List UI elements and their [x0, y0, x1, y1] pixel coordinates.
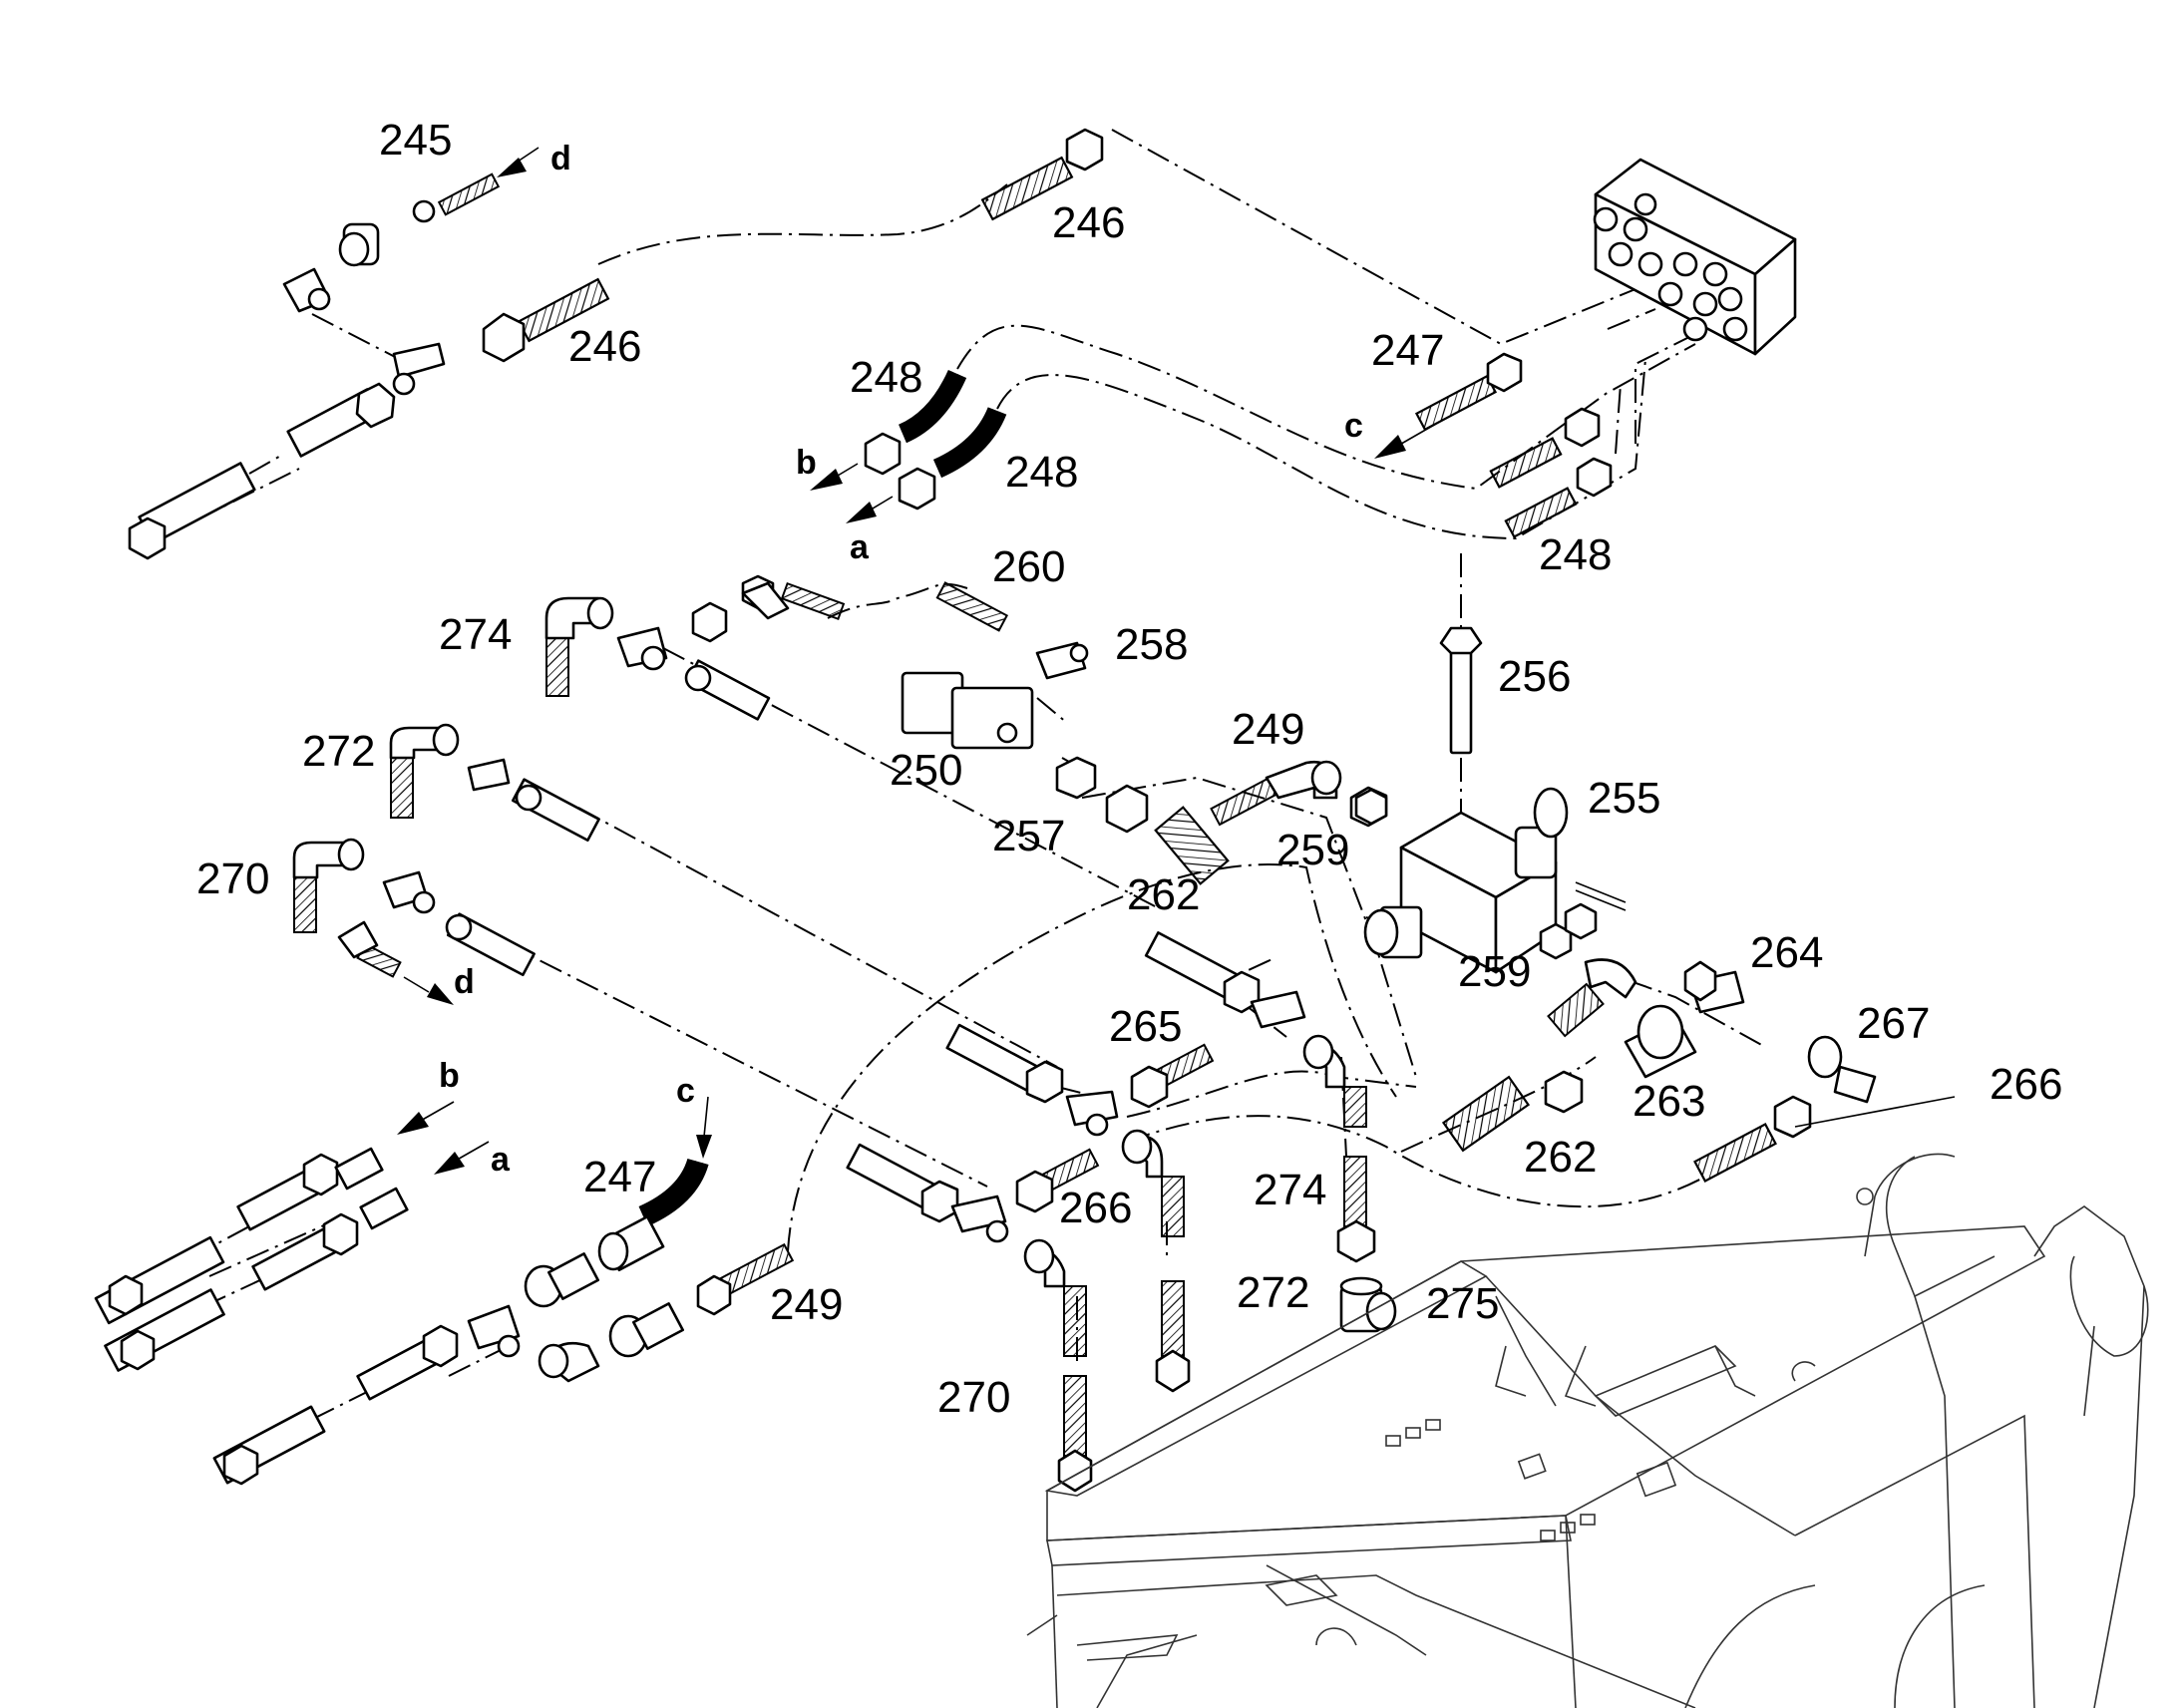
label-248-right: 248 [1539, 530, 1612, 579]
connector-b-top: b [796, 444, 817, 482]
label-258: 258 [1115, 620, 1188, 669]
label-249-upper: 249 [1232, 705, 1304, 754]
label-248-left: 248 [850, 353, 922, 402]
label-270-lower: 270 [937, 1373, 1010, 1422]
label-247-lower: 247 [583, 1153, 656, 1201]
connector-d-top: d [550, 140, 571, 177]
connector-c-top: c [1344, 407, 1363, 445]
label-262-upper: 262 [1127, 870, 1200, 919]
label-246-lower: 246 [568, 322, 641, 371]
machine-frame [1026, 1153, 2149, 1708]
manifold-block [1593, 158, 1797, 356]
label-257: 257 [992, 812, 1065, 860]
label-245: 245 [379, 116, 452, 165]
label-270-upper: 270 [196, 854, 269, 903]
label-265: 265 [1109, 1002, 1182, 1051]
label-260: 260 [992, 542, 1065, 591]
label-259-lower: 259 [1458, 947, 1531, 996]
label-247-upper: 247 [1371, 326, 1444, 375]
label-262-lower: 262 [1524, 1133, 1597, 1182]
label-256: 256 [1498, 652, 1571, 701]
connector-b-bottom: b [439, 1057, 460, 1095]
connector-d-bottom: d [454, 963, 475, 1001]
label-272-lower: 272 [1237, 1268, 1309, 1317]
label-263: 263 [1633, 1077, 1705, 1126]
connector-a-top: a [850, 528, 870, 566]
leaders [397, 147, 1956, 1175]
label-266-lower: 266 [1059, 1184, 1132, 1232]
label-259-upper: 259 [1276, 826, 1349, 874]
fittings [94, 128, 1877, 1493]
connector-letters: d c b a d b a c [439, 140, 1363, 1179]
connector-c-bottom: c [676, 1072, 695, 1110]
label-250: 250 [890, 746, 962, 795]
hoses [293, 156, 1777, 1457]
label-272-upper: 272 [302, 727, 375, 776]
label-267: 267 [1857, 999, 1930, 1048]
label-264: 264 [1750, 928, 1823, 977]
connector-a-bottom: a [491, 1141, 511, 1179]
label-248-middle: 248 [1005, 448, 1078, 497]
part-labels: 245 246 246 247 248 248 248 260 258 274 … [196, 116, 2062, 1422]
label-274-lower: 274 [1254, 1166, 1326, 1214]
label-266-right: 266 [1990, 1060, 2062, 1109]
label-249-lower: 249 [770, 1280, 843, 1329]
label-275: 275 [1426, 1279, 1499, 1328]
label-246-upper: 246 [1052, 198, 1125, 247]
label-255: 255 [1588, 774, 1660, 823]
label-274-upper: 274 [439, 610, 512, 659]
